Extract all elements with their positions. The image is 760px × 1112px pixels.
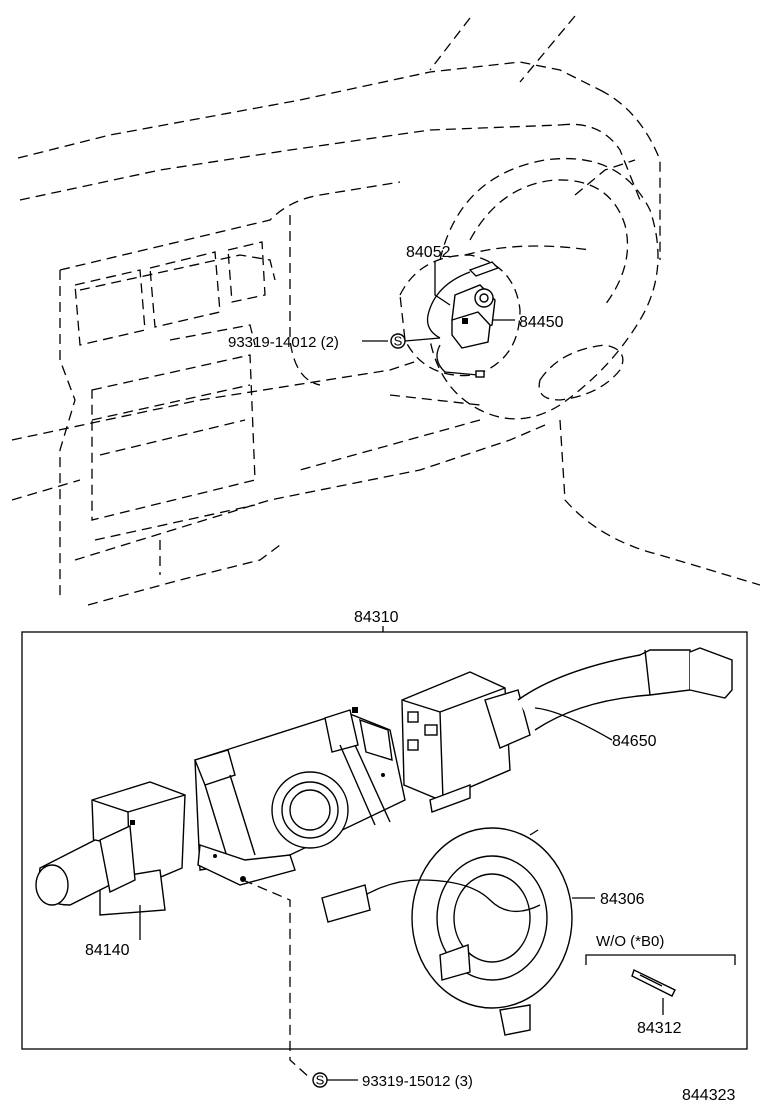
label-84052: 84052 (406, 244, 451, 261)
leader-84650 (534, 707, 613, 741)
label-84140: 84140 (85, 942, 130, 959)
screw-marker-lower-symbol: S (316, 1073, 325, 1088)
dashboard-outline (11, 15, 661, 606)
diagram-number: 844323 (682, 1087, 735, 1104)
label-93319-14012: 93319-14012 (2) (228, 334, 339, 351)
label-84312: 84312 (637, 1020, 682, 1037)
label-84650: 84650 (612, 733, 657, 750)
headlamp-switch-part (35, 781, 186, 916)
leader-93319-15012 (242, 879, 311, 1079)
steering-wheel (299, 157, 760, 586)
label-84306: 84306 (600, 891, 645, 908)
switch-body-part (194, 707, 406, 886)
hazard-switch-part (451, 284, 496, 349)
label-93319-15012: 93319-15012 (3) (362, 1073, 473, 1090)
spiral-cable-part (321, 827, 573, 1036)
pin-part (585, 954, 736, 997)
label-84310: 84310 (354, 609, 399, 626)
label-variant-note: W/O (*B0) (596, 933, 664, 950)
screw-marker-symbol: S (394, 334, 403, 349)
assembly-frame (21, 631, 748, 1050)
label-84450: 84450 (519, 314, 564, 331)
upper-parts (426, 261, 500, 378)
wiper-switch-part (401, 647, 733, 813)
